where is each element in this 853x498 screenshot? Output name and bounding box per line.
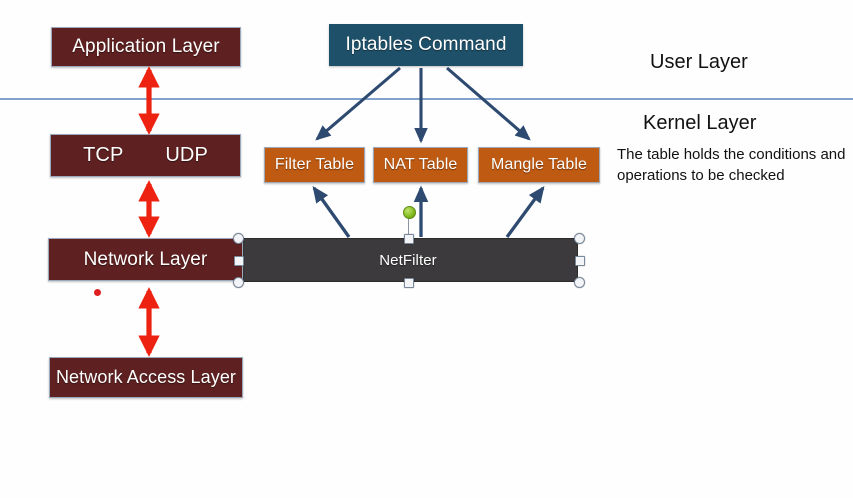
resize-handle-bottom-right-icon[interactable] [574,277,585,288]
resize-handle-middle-left-icon[interactable] [234,256,244,266]
netfilter-box[interactable]: NetFilter [238,238,578,282]
resize-handle-middle-right-icon[interactable] [575,256,585,266]
iptables-command-box[interactable]: Iptables Command [329,24,523,66]
tcp-label: TCP [83,144,124,166]
network-layer-label: Network Layer [83,248,208,270]
arrow-command-to-filter [315,66,402,141]
nat-table-label: NAT Table [383,156,458,173]
netfilter-label: NetFilter [379,251,437,269]
network-access-layer-box[interactable]: Network Access Layer [49,357,243,398]
marker-dot [94,289,101,296]
rotation-handle-stem [408,216,409,236]
resize-handle-top-right-icon[interactable] [574,233,585,244]
application-layer-box[interactable]: Application Layer [51,27,241,67]
arrow-netfilter-to-mangle [505,186,545,238]
mangle-table-box[interactable]: Mangle Table [478,147,600,183]
resize-handle-bottom-center-icon[interactable] [404,278,414,288]
kernel-layer-label: Kernel Layer [643,112,757,134]
arrow-command-to-mangle [445,66,531,141]
transport-layer-box[interactable]: TCP UDP [50,134,241,177]
rotation-handle-icon[interactable] [403,206,416,219]
filter-table-label: Filter Table [274,156,355,173]
nat-table-box[interactable]: NAT Table [373,147,468,183]
udp-label: UDP [165,144,208,166]
mangle-table-label: Mangle Table [490,156,588,173]
resize-handle-top-center-icon[interactable] [404,234,414,244]
resize-handle-top-left-icon[interactable] [233,233,244,244]
network-layer-box[interactable]: Network Layer [48,238,243,281]
resize-handle-bottom-left-icon[interactable] [233,277,244,288]
application-layer-label: Application Layer [72,36,220,57]
arrow-netfilter-to-filter [312,185,351,238]
table-description-note: The table holds the conditions and opera… [617,146,846,184]
iptables-command-label: Iptables Command [345,34,507,55]
user-kernel-divider [0,98,853,100]
network-access-layer-label: Network Access Layer [55,367,237,387]
user-layer-label: User Layer [650,51,748,73]
filter-table-box[interactable]: Filter Table [264,147,365,183]
